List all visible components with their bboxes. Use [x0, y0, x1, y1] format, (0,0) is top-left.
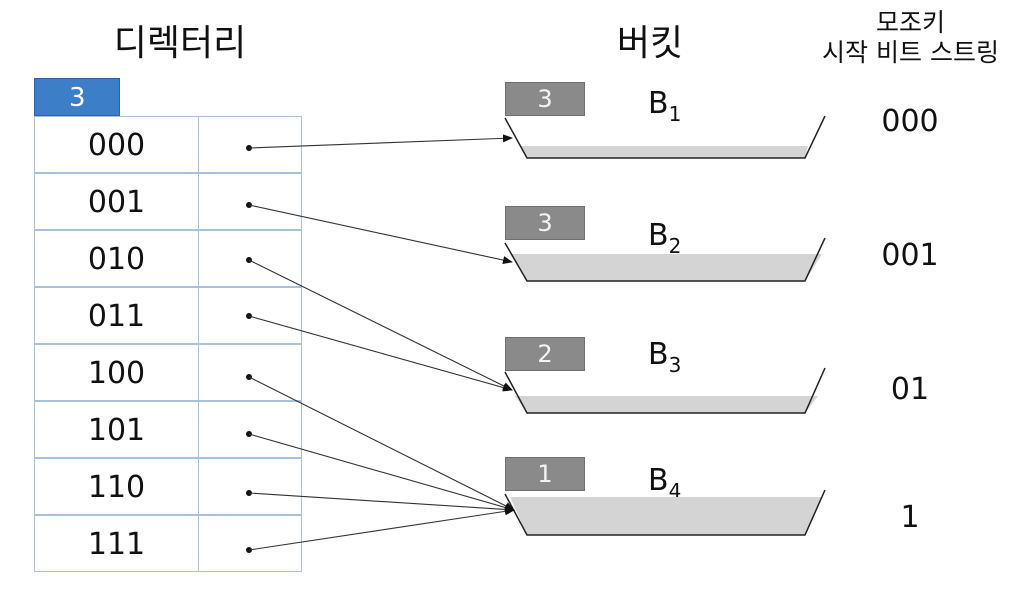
- directory-pointer-cell: [199, 458, 302, 515]
- prefix-title: 모조키 시작 비트 스트링: [800, 8, 1021, 68]
- directory-row: 011: [34, 287, 302, 344]
- directory-title: 디렉터리: [113, 23, 247, 64]
- local-depth-badge: 3: [505, 82, 585, 116]
- local-depth-badge: 3: [505, 206, 585, 240]
- directory-pointer-cell: [199, 401, 302, 458]
- directory-key: 100: [34, 344, 199, 401]
- directory-row: 101: [34, 401, 302, 458]
- pointer-arrow: [248, 376, 515, 511]
- pointer-arrow: [248, 259, 513, 391]
- bucket-letter: B: [648, 86, 669, 121]
- bucket-tray: [504, 237, 826, 282]
- global-depth-badge: 3: [34, 78, 120, 116]
- bucket-subscript: 3: [668, 353, 682, 377]
- directory-key: 110: [34, 458, 199, 515]
- bucket-subscript: 1: [668, 102, 682, 126]
- directory-pointer-cell: [199, 230, 302, 287]
- local-depth-badge: 1: [505, 457, 585, 491]
- bucket-prefix: 000: [881, 104, 939, 139]
- directory-pointer-cell: [199, 344, 302, 401]
- pointer-arrow: [248, 507, 515, 551]
- bucket-tray: [504, 115, 826, 159]
- directory-pointer-cell: [199, 116, 302, 173]
- directory-key: 001: [34, 173, 199, 230]
- directory-key: 011: [34, 287, 199, 344]
- bucket-label: B2: [648, 218, 681, 258]
- directory-pointer-cell: [199, 173, 302, 230]
- directory-pointer-cell: [199, 287, 302, 344]
- directory-row: 010: [34, 230, 302, 287]
- directory-row: 111: [34, 515, 302, 572]
- bucket-title: 버킷: [616, 23, 684, 64]
- prefix-title-line2: 시작 비트 스트링: [822, 38, 999, 67]
- directory-key: 010: [34, 230, 199, 287]
- bucket-letter: B: [648, 463, 669, 498]
- directory-row: 000: [34, 116, 302, 173]
- directory-row: 110: [34, 458, 302, 515]
- directory-pointer-cell: [199, 515, 302, 572]
- directory-key: 111: [34, 515, 199, 572]
- directory-key: 000: [34, 116, 199, 173]
- bucket-label: B3: [648, 337, 681, 377]
- bucket-letter: B: [648, 218, 669, 253]
- prefix-title-line1: 모조키: [875, 8, 945, 37]
- directory-row: 100: [34, 344, 302, 401]
- bucket-letter: B: [648, 337, 669, 372]
- bucket-prefix: 1: [900, 500, 920, 535]
- pointer-arrow: [248, 315, 513, 392]
- pointer-arrow: [248, 204, 513, 265]
- bucket-prefix: 001: [881, 238, 939, 273]
- pointer-arrow: [248, 433, 515, 512]
- local-depth-badge: 2: [505, 337, 585, 371]
- bucket-tray: [504, 489, 826, 536]
- bucket-label: B1: [648, 86, 681, 126]
- bucket-tray: [504, 367, 826, 414]
- directory-key: 101: [34, 401, 199, 458]
- directory-row: 001: [34, 173, 302, 230]
- bucket-subscript: 2: [668, 234, 682, 258]
- pointer-arrow: [248, 492, 515, 514]
- pointer-arrow: [248, 134, 513, 149]
- bucket-prefix: 01: [890, 372, 930, 407]
